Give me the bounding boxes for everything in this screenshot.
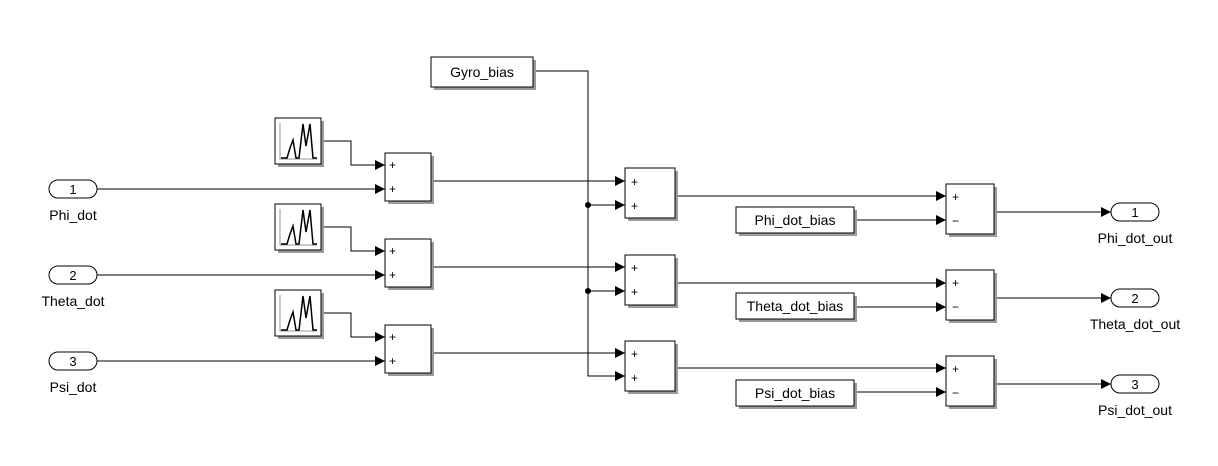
outport-1[interactable]: 1 Phi_dot_out (1098, 202, 1173, 246)
inport-2-shape[interactable] (48, 265, 98, 285)
phi-dot-bias-label: Phi_dot_bias (755, 212, 836, 228)
sum-block-7-sign-1: + (952, 190, 959, 204)
sum-block-4-sign-2: + (631, 199, 638, 213)
outport-2-shape[interactable] (1110, 288, 1160, 308)
branch-point-1 (585, 202, 591, 208)
sum-block-3-sign-1: + (389, 330, 396, 344)
signal-waveform-icon (281, 295, 317, 331)
sum-block-9-sign-1: + (952, 362, 959, 376)
sum-block-4-sign-1: + (631, 175, 638, 189)
sum-block-3[interactable]: + + (384, 324, 434, 376)
sum-block-1-sign-1: + (389, 158, 396, 172)
sum-block-2-frame[interactable] (384, 238, 432, 288)
inport-2[interactable]: 2 Theta_dot (41, 265, 105, 309)
sum-block-8[interactable]: + − (945, 269, 997, 323)
gyro-bias-constant[interactable]: Gyro_bias (430, 56, 536, 90)
sum-block-9-frame[interactable] (945, 355, 995, 407)
sum-block-1[interactable]: + + (384, 152, 434, 204)
outport-3-number: 3 (1131, 377, 1138, 392)
gyro-bias-frame[interactable] (430, 56, 534, 88)
sum-block-1-sign-2: + (389, 182, 396, 196)
inport-3-shape[interactable] (48, 351, 98, 371)
sum-block-7-sign-2: − (952, 214, 959, 228)
sum-block-7-frame[interactable] (945, 183, 995, 235)
inport-1-label: Phi_dot (49, 207, 97, 223)
sum-block-6-sign-2: + (631, 371, 638, 385)
psi-dot-bias-constant[interactable]: Psi_dot_bias (735, 379, 857, 409)
inport-3-number: 3 (69, 354, 76, 369)
sum-block-8-frame[interactable] (945, 269, 995, 321)
wire-signal-1-to-sum1[interactable] (321, 140, 385, 170)
sum-block-3-frame[interactable] (384, 324, 432, 374)
signal-source-2[interactable] (274, 203, 324, 253)
sum-block-2-sign-2: + (389, 268, 396, 282)
wire-signal-3-to-sum3[interactable] (321, 312, 385, 342)
branch-point-2 (585, 288, 591, 294)
wire-signal-2-to-sum2[interactable] (321, 226, 385, 256)
sum-block-4-frame[interactable] (624, 167, 676, 219)
inport-1[interactable]: 1 Phi_dot (48, 179, 98, 223)
sum-block-6-frame[interactable] (624, 340, 676, 392)
psi-dot-bias-frame[interactable] (735, 379, 855, 407)
sum-block-9-sign-2: − (952, 386, 959, 400)
sum-block-7[interactable]: + − (945, 183, 997, 237)
outport-2-number: 2 (1131, 291, 1138, 306)
sum-block-3-sign-2: + (389, 354, 396, 368)
outport-1-number: 1 (1131, 205, 1138, 220)
outport-2[interactable]: 2 Theta_dot_out (1090, 288, 1180, 332)
signal-waveform-icon (281, 123, 317, 159)
theta-dot-bias-constant[interactable]: Theta_dot_bias (735, 292, 857, 322)
sum-block-6[interactable]: + + (624, 340, 678, 394)
sum-block-5-sign-2: + (631, 285, 638, 299)
signal-source-2-frame[interactable] (274, 203, 322, 251)
signal-source-3-frame[interactable] (274, 289, 322, 337)
phi-dot-bias-constant[interactable]: Phi_dot_bias (735, 206, 857, 236)
inport-1-number: 1 (69, 182, 76, 197)
signal-waveform-icon (281, 209, 317, 245)
theta-dot-bias-frame[interactable] (735, 292, 855, 320)
theta-dot-bias-label: Theta_dot_bias (747, 298, 844, 314)
signal-source-3[interactable] (274, 289, 324, 339)
gyro-bias-label: Gyro_bias (450, 64, 514, 80)
sum-block-1-frame[interactable] (384, 152, 432, 202)
inport-2-label: Theta_dot (41, 293, 104, 309)
inport-3[interactable]: 3 Psi_dot (48, 351, 98, 395)
outport-1-shape[interactable] (1110, 202, 1160, 222)
outport-3-shape[interactable] (1110, 374, 1160, 394)
signal-source-1-frame[interactable] (274, 117, 322, 165)
inport-2-number: 2 (69, 268, 76, 283)
sum-block-9[interactable]: + − (945, 355, 997, 409)
sum-block-6-sign-1: + (631, 347, 638, 361)
outport-1-label: Phi_dot_out (1098, 230, 1173, 246)
sum-block-5[interactable]: + + (624, 254, 678, 308)
outport-3-label: Psi_dot_out (1098, 402, 1172, 418)
psi-dot-bias-label: Psi_dot_bias (755, 385, 835, 401)
phi-dot-bias-frame[interactable] (735, 206, 855, 234)
inport-1-shape[interactable] (48, 179, 98, 199)
outport-3[interactable]: 3 Psi_dot_out (1098, 374, 1172, 418)
inport-3-label: Psi_dot (50, 379, 97, 395)
sum-block-5-sign-1: + (631, 261, 638, 275)
sum-block-2[interactable]: + + (384, 238, 434, 290)
signal-source-1[interactable] (274, 117, 324, 167)
signal-lines (97, 70, 1111, 397)
sum-block-4[interactable]: + + (624, 167, 678, 221)
sum-block-8-sign-2: − (952, 300, 959, 314)
sum-block-2-sign-1: + (389, 244, 396, 258)
outport-2-label: Theta_dot_out (1090, 316, 1180, 332)
wire-gyro-bias-trunk[interactable] (533, 70, 625, 381)
sum-block-8-sign-1: + (952, 276, 959, 290)
sum-block-5-frame[interactable] (624, 254, 676, 306)
